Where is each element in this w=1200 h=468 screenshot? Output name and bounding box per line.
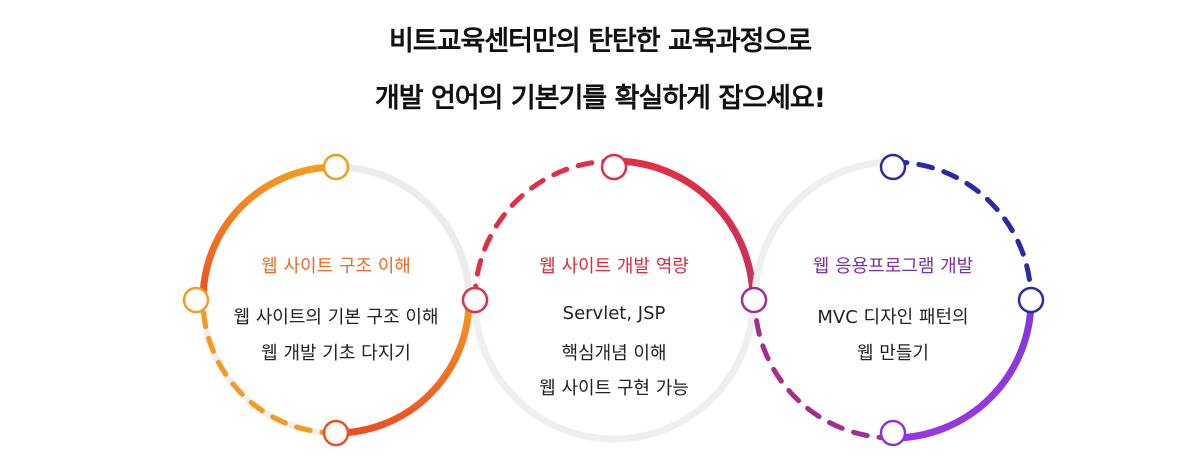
course-title: 웹 사이트 구조 이해 — [261, 256, 411, 277]
node-marker — [182, 286, 210, 314]
course-title: 웹 사이트 개발 역량 — [539, 256, 689, 277]
ring-arc-solid — [199, 163, 340, 304]
course-line: MVC 디자인 패턴의 — [817, 307, 969, 328]
ring-arc-dashed — [890, 159, 1034, 303]
course-line: 웹 만들기 — [857, 343, 929, 364]
node-marker — [322, 419, 350, 447]
ring-development — [471, 157, 757, 443]
headline-line-2: 개발 언어의 기본기를 확실하게 잡으세요! — [374, 83, 826, 114]
course-line: 웹 사이트 구현 가능 — [539, 378, 689, 399]
node-marker — [1017, 286, 1045, 314]
ring-structure — [199, 163, 473, 437]
node-marker — [879, 419, 907, 447]
headline-line-1: 비트교육센터만의 탄탄한 교육과정으로 — [388, 26, 812, 57]
course-title: 웹 응용프로그램 개발 — [812, 256, 974, 277]
ring-arc-track — [613, 299, 757, 443]
course-line: Servlet, JSP — [562, 303, 666, 324]
ring-arc-dashed — [200, 297, 339, 436]
ring-arc-dashed — [472, 158, 617, 303]
node-marker — [461, 286, 489, 314]
ring-arc-solid — [332, 296, 473, 437]
ring-arc-solid — [610, 157, 757, 304]
ring-arc-track — [471, 299, 615, 443]
course-line: 웹 사이트의 기본 구조 이해 — [233, 307, 439, 328]
ring-arc-dashed — [752, 297, 896, 441]
node-marker — [740, 286, 768, 314]
node-marker — [600, 153, 628, 181]
node-marker — [879, 153, 907, 181]
ring-arc-track — [751, 158, 894, 301]
ring-arc-solid — [889, 296, 1035, 442]
ring-application — [751, 158, 1035, 442]
ring-arc-track — [335, 163, 473, 301]
node-marker — [322, 153, 350, 181]
course-line: 웹 개발 기초 다지기 — [261, 343, 411, 364]
course-line: 핵심개념 이해 — [561, 343, 667, 364]
